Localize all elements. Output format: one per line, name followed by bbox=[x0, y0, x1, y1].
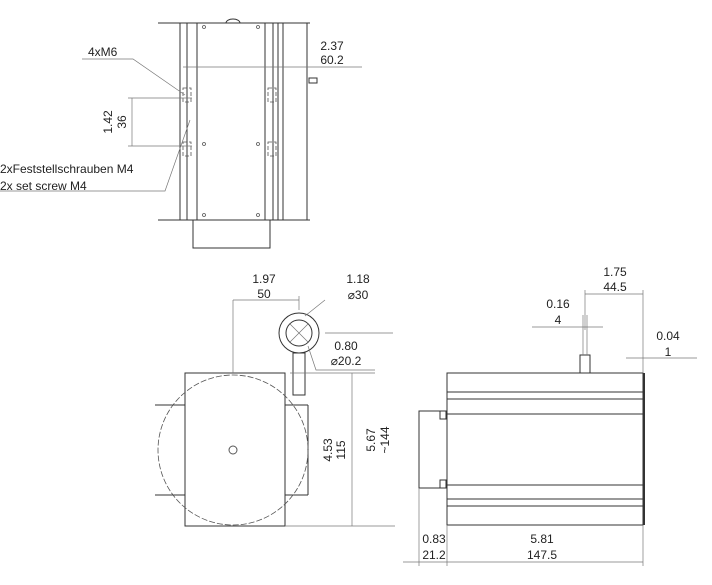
dim-total-in: 5.67 bbox=[364, 428, 378, 452]
dim-ring-inner-in: 0.80 bbox=[334, 339, 358, 353]
dim-spacing-mm: 36 bbox=[115, 115, 129, 129]
dim-spacing-in: 1.42 bbox=[101, 110, 115, 134]
dim-flange-mm: 21.2 bbox=[422, 548, 446, 562]
dim-shaft-pos-in: 1.75 bbox=[603, 265, 627, 279]
dim-offset-in: 1.97 bbox=[252, 272, 276, 286]
dim-ring-outer-in: 1.18 bbox=[346, 272, 370, 286]
dim-length-mm: 147.5 bbox=[527, 548, 557, 562]
front-view: 1.97 50 1.18 ⌀30 0.80 ⌀20.2 4.53 115 5.6… bbox=[155, 272, 395, 527]
dim-flange-in: 0.83 bbox=[422, 532, 446, 546]
dim-cap-mm: 1 bbox=[665, 345, 672, 359]
dim-total-mm: ~144 bbox=[378, 426, 392, 453]
dim-ring-outer-mm: ⌀30 bbox=[348, 288, 369, 302]
dim-body-in: 4.53 bbox=[321, 438, 335, 462]
label-set-screw-en: 2x set screw M4 bbox=[0, 179, 87, 193]
label-set-screw-de: 2xFeststellschrauben M4 bbox=[0, 162, 134, 176]
dim-shaft-pos-mm: 44.5 bbox=[603, 280, 627, 294]
dim-offset-mm: 50 bbox=[257, 287, 271, 301]
side-view: 1.75 44.5 0.16 4 0.04 1 0.83 21.2 5.81 1… bbox=[403, 265, 697, 566]
label-4xm6: 4xM6 bbox=[88, 45, 118, 59]
dim-shaft-w-mm: 4 bbox=[555, 313, 562, 327]
dim-body-mm: 115 bbox=[334, 440, 348, 459]
dim-ring-inner-mm: ⌀20.2 bbox=[331, 354, 362, 368]
top-view: 4xM6 2xFeststellschrauben M4 2x set scre… bbox=[0, 18, 362, 249]
dim-cap-in: 0.04 bbox=[656, 329, 680, 343]
dim-height-in: 2.37 bbox=[320, 39, 344, 53]
dim-shaft-w-in: 0.16 bbox=[546, 297, 570, 311]
dim-height-mm: 60.2 bbox=[320, 53, 344, 67]
dim-length-in: 5.81 bbox=[530, 532, 554, 546]
